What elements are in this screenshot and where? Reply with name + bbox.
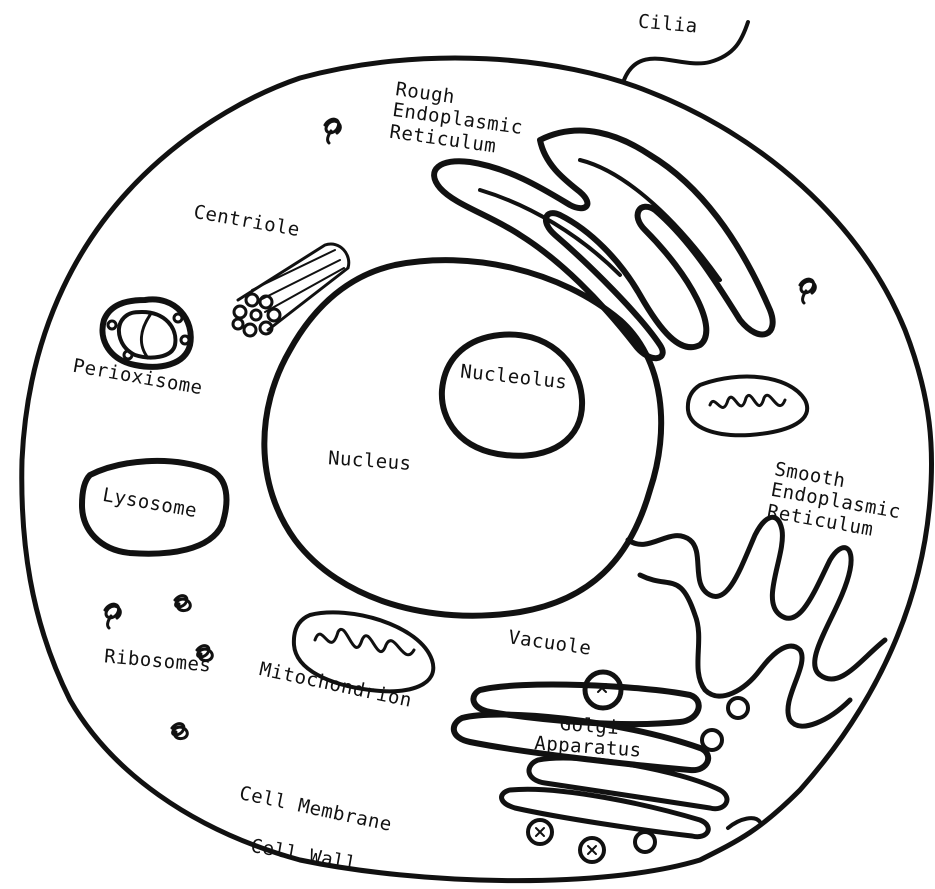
- rough-er: [434, 131, 773, 359]
- mitochondrion-upper: [688, 377, 807, 436]
- perioxisome: [102, 299, 190, 366]
- vacuole: [585, 672, 621, 708]
- nucleolus: [442, 334, 582, 455]
- label-golgi: Golgi Apparatus: [534, 712, 644, 762]
- centriole: [233, 244, 349, 336]
- label-cilia: Cilia: [637, 12, 698, 36]
- golgi-apparatus: [454, 685, 727, 837]
- smooth-er: [628, 517, 885, 726]
